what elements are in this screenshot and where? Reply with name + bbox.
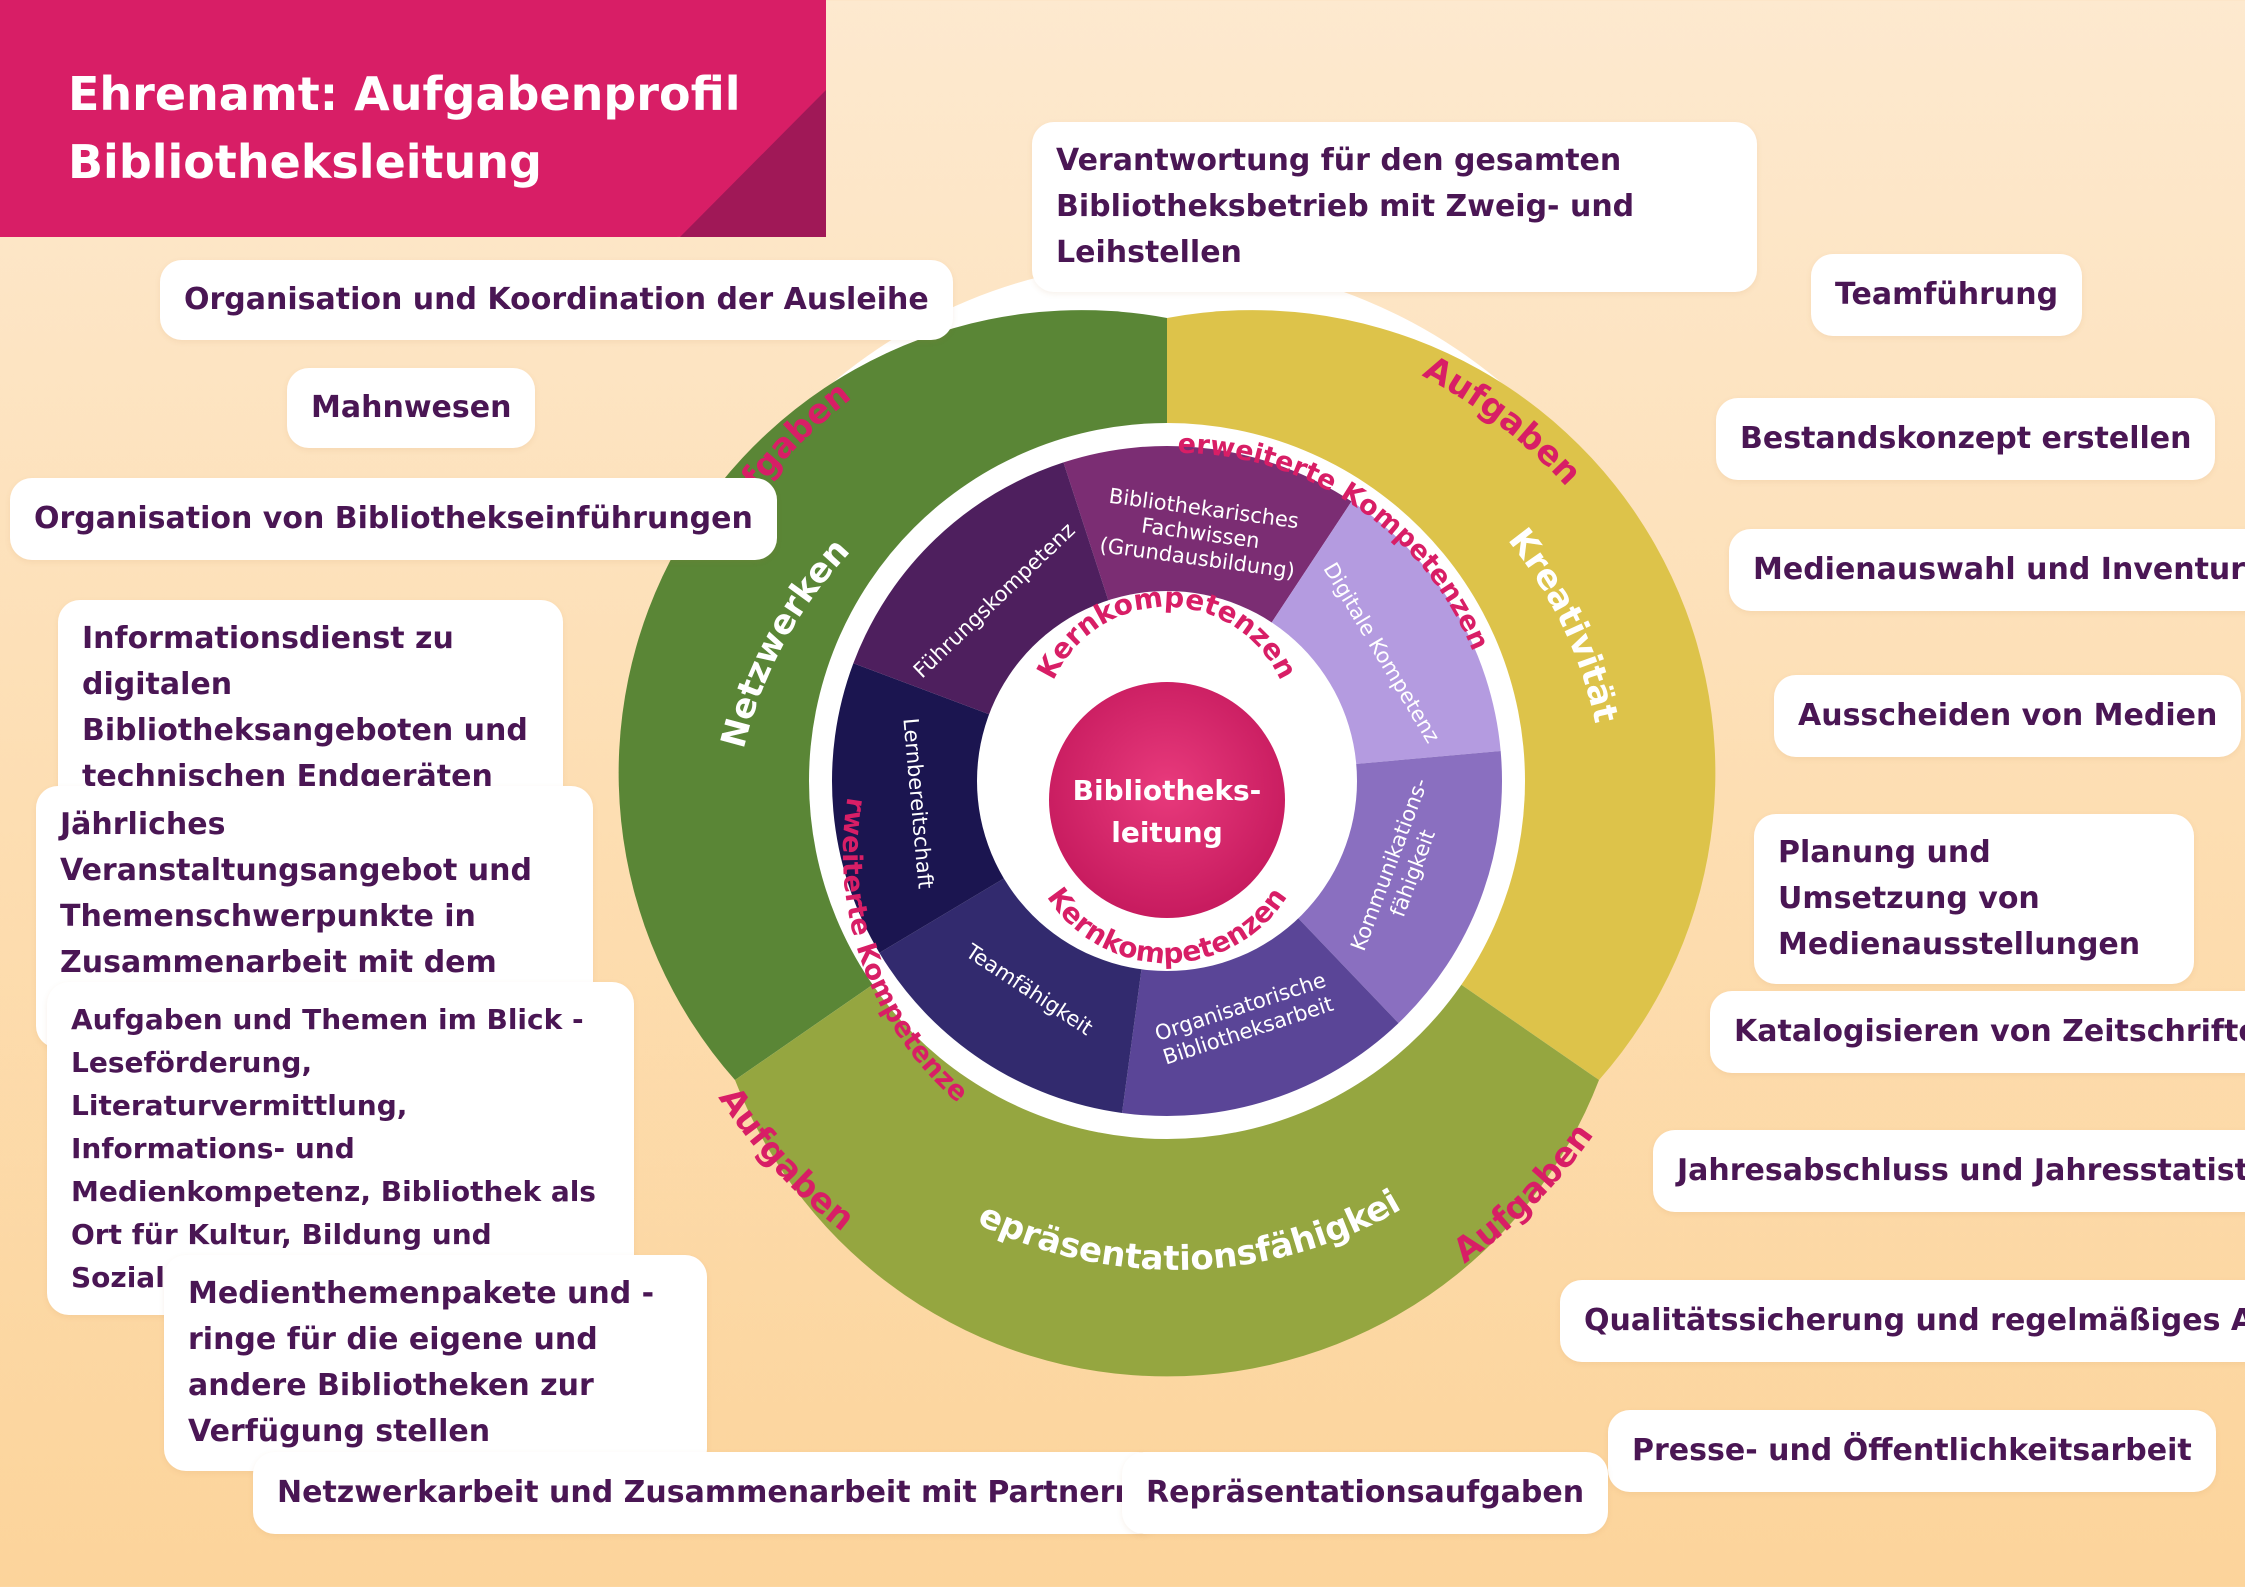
task-informationsdienst: Informationsdienst zu digitalen Biblioth… (58, 600, 563, 816)
task-netzwerkarbeit: Netzwerkarbeit und Zusammenarbeit mit Pa… (253, 1452, 1160, 1534)
task-medienausstellungen: Planung und Umsetzung von Medienausstell… (1754, 814, 2194, 984)
center-circle (1049, 682, 1285, 918)
task-zeitschriften: Katalogisieren von Zeitschriften (1710, 991, 2245, 1073)
page-title-line2: Bibliotheksleitung (68, 135, 542, 189)
task-jahresabschluss: Jahresabschluss und Jahresstatistik (1653, 1130, 2245, 1212)
task-bestandskonzept: Bestandskonzept erstellen (1716, 398, 2216, 480)
task-einfuehrungen: Organisation von Bibliothekseinführungen (10, 478, 777, 560)
task-qualitaetssicherung: Qualitätssicherung und regelmäßiges Audi… (1560, 1280, 2245, 1362)
task-ausleihe: Organisation und Koordination der Auslei… (160, 260, 953, 340)
inner-segment-6 (831, 663, 1030, 953)
task-repraesentation: Repräsentationsaufgaben (1122, 1452, 1609, 1534)
task-medienthemenpakete: Medienthemenpakete und -ringe für die ei… (164, 1255, 707, 1471)
center-label-line2: leitung (1111, 816, 1222, 849)
title-banner (0, 0, 826, 237)
task-teamfuehrung: Teamführung (1811, 254, 2083, 336)
page-title-line1: Ehrenamt: Aufgabenprofil (68, 67, 741, 121)
page-title: Ehrenamt: Aufgabenprofil Bibliotheksleit… (68, 60, 788, 196)
task-mahnwesen: Mahnwesen (287, 368, 536, 448)
task-verantwortung: Verantwortung für den gesamten Bibliothe… (1032, 122, 1757, 292)
task-presse: Presse- und Öffentlichkeitsarbeit (1608, 1410, 2216, 1492)
center-label-line1: Bibliotheks- (1073, 774, 1262, 807)
task-medienauswahl: Medienauswahl und Inventur (1729, 529, 2245, 611)
task-ausscheiden: Ausscheiden von Medien (1774, 675, 2242, 757)
